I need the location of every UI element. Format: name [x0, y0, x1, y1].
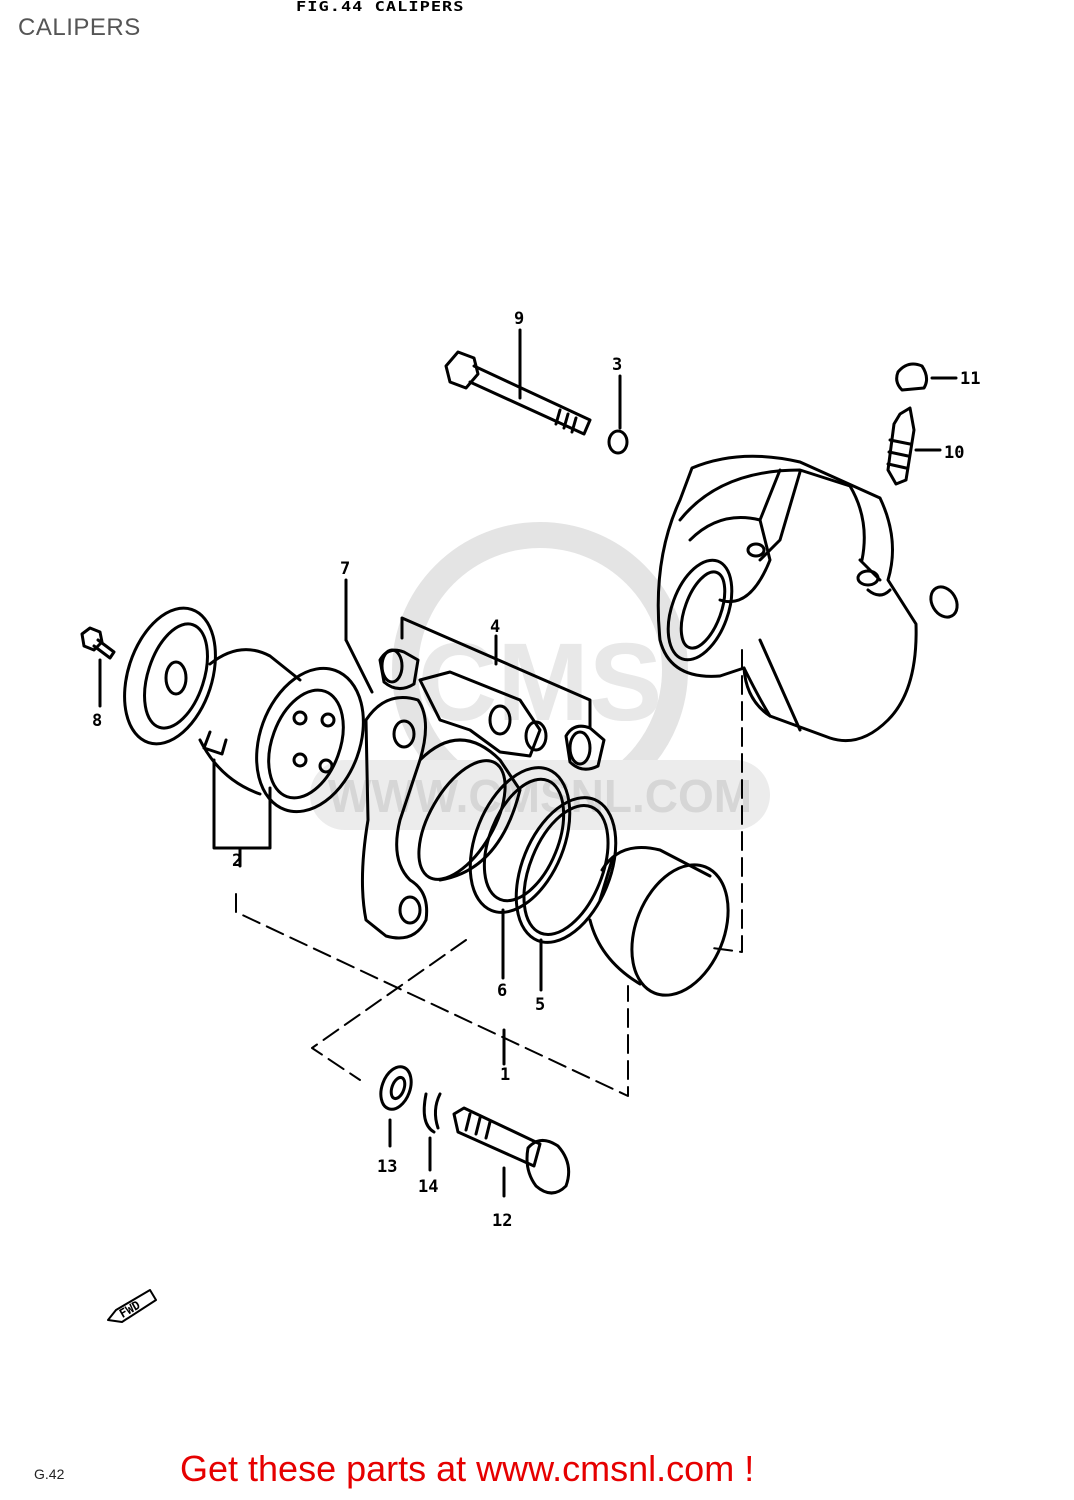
callout-12: 12	[492, 1211, 512, 1231]
part-4-sleeves	[378, 616, 606, 771]
part-9-bolt	[444, 328, 592, 436]
part-6-seal	[468, 766, 572, 980]
callout-10: 10	[944, 443, 964, 463]
callout-4: 4	[490, 617, 500, 637]
figure-code: G.42	[34, 1466, 65, 1482]
promo-text: Get these parts at www.cmsnl.com !	[180, 1448, 755, 1489]
callout-2: 2	[232, 851, 242, 871]
fwd-arrow-icon	[107, 1289, 157, 1323]
callout-13: 13	[377, 1157, 397, 1177]
callout-14: 14	[418, 1177, 438, 1197]
callout-11: 11	[960, 369, 980, 389]
caliper-body	[656, 454, 959, 743]
callout-3: 3	[612, 355, 622, 375]
part-5-seal	[514, 796, 618, 992]
part-14-spring-washer	[422, 1092, 442, 1172]
callout-8: 8	[92, 711, 102, 731]
part-7-bracket	[344, 578, 522, 940]
piston	[588, 846, 730, 997]
part-12-bolt	[452, 1106, 571, 1198]
callout-7: 7	[340, 559, 350, 579]
calipers-diagram: 9 3 11 10 7 4 8 2 6 5 1 13 14 12 FWD	[80, 309, 980, 1323]
part-8-bolt	[80, 626, 116, 708]
part-11-cap	[895, 362, 929, 392]
page-title: CALIPERS	[18, 14, 141, 41]
figure-title: FIG.44 CALIPERS	[296, 0, 465, 15]
callout-5: 5	[535, 995, 545, 1015]
callout-labels: 9 3 11 10 7 4 8 2 6 5 1 13 14 12 FWD	[92, 309, 980, 1321]
fwd-label: FWD	[117, 1298, 143, 1321]
part-cap-plug	[929, 585, 959, 619]
callout-6: 6	[497, 981, 507, 1001]
part-2-assembly	[123, 606, 365, 868]
part-10-bleeder	[886, 406, 942, 486]
callout-9: 9	[514, 309, 524, 329]
part-13-washer	[379, 1065, 413, 1148]
part-3-washer	[607, 429, 629, 455]
callout-1: 1	[500, 1065, 510, 1085]
